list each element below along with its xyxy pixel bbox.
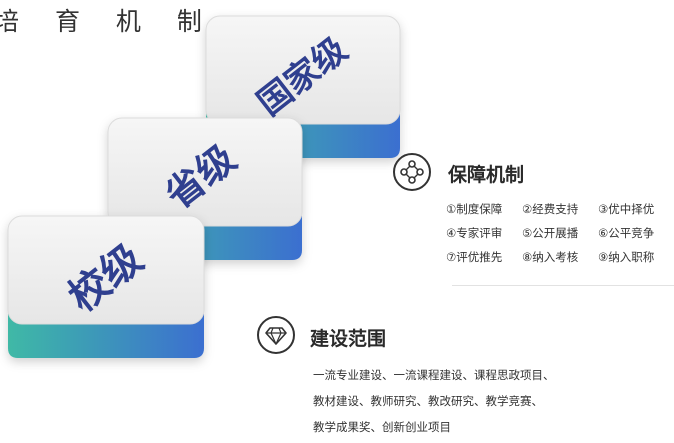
mechanism-item: ⑦评优推先 [446,250,503,264]
scope-line: 一流专业建设、一流课程建设、课程思政项目、 [313,368,555,382]
page-title: 培 育 机 制 [0,7,216,36]
scope-title: 建设范围 [310,328,387,350]
level-block-school [7,215,205,358]
mechanism-item: ⑤公开展播 [522,226,579,240]
scope-list: 一流专业建设、一流课程建设、课程思政项目、 教材建设、教师研究、教改研究、教学竞… [313,365,653,443]
mechanism-item: ⑧纳入考核 [522,250,579,264]
level-steps: 国家级 省级 校级 [7,15,401,358]
scope-line: 教材建设、教师研究、教改研究、教学竞赛、 [313,394,543,408]
mechanism-item: ②经费支持 [522,202,579,216]
mechanism-item: ③优中择优 [598,202,655,216]
diamond-icon [257,316,295,354]
mechanism-list: ①制度保障 ②经费支持 ③优中择优 ④专家评审 ⑤公开展播 ⑥公平竞争 ⑦评优推… [446,199,674,267]
mechanism-title: 保障机制 [448,164,525,186]
scope-line: 教学成果奖、创新创业项目 [313,420,451,434]
network-nodes-icon [393,153,431,191]
mechanism-item: ⑨纳入职称 [598,250,655,264]
section-divider [452,285,674,286]
mechanism-item: ①制度保障 [446,202,503,216]
mechanism-item: ⑥公平竞争 [598,226,655,240]
mechanism-item: ④专家评审 [446,226,503,240]
